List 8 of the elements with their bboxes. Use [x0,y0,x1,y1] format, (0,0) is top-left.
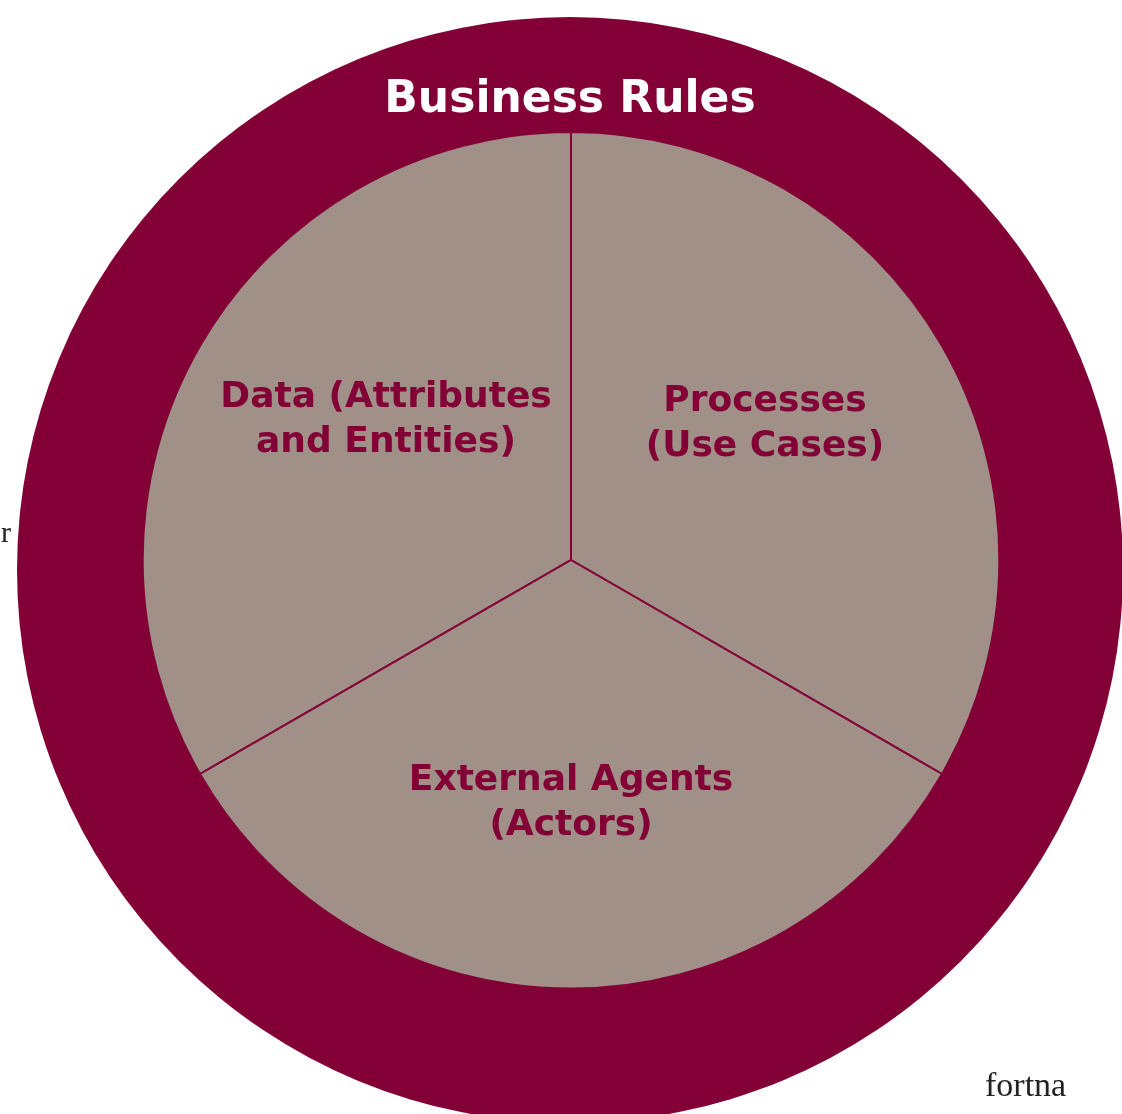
ring-title: Business Rules [383,70,757,124]
sector-label: Data (Attributes and Entities) [219,373,553,462]
sector-label: Processes (Use Cases) [644,377,886,466]
outer-ring [17,17,1122,1114]
text-fragment: r [1,515,11,549]
sector-label: External Agents (Actors) [407,756,735,845]
text-fragment: fortna [985,1066,1067,1104]
pie-sector [200,560,942,988]
